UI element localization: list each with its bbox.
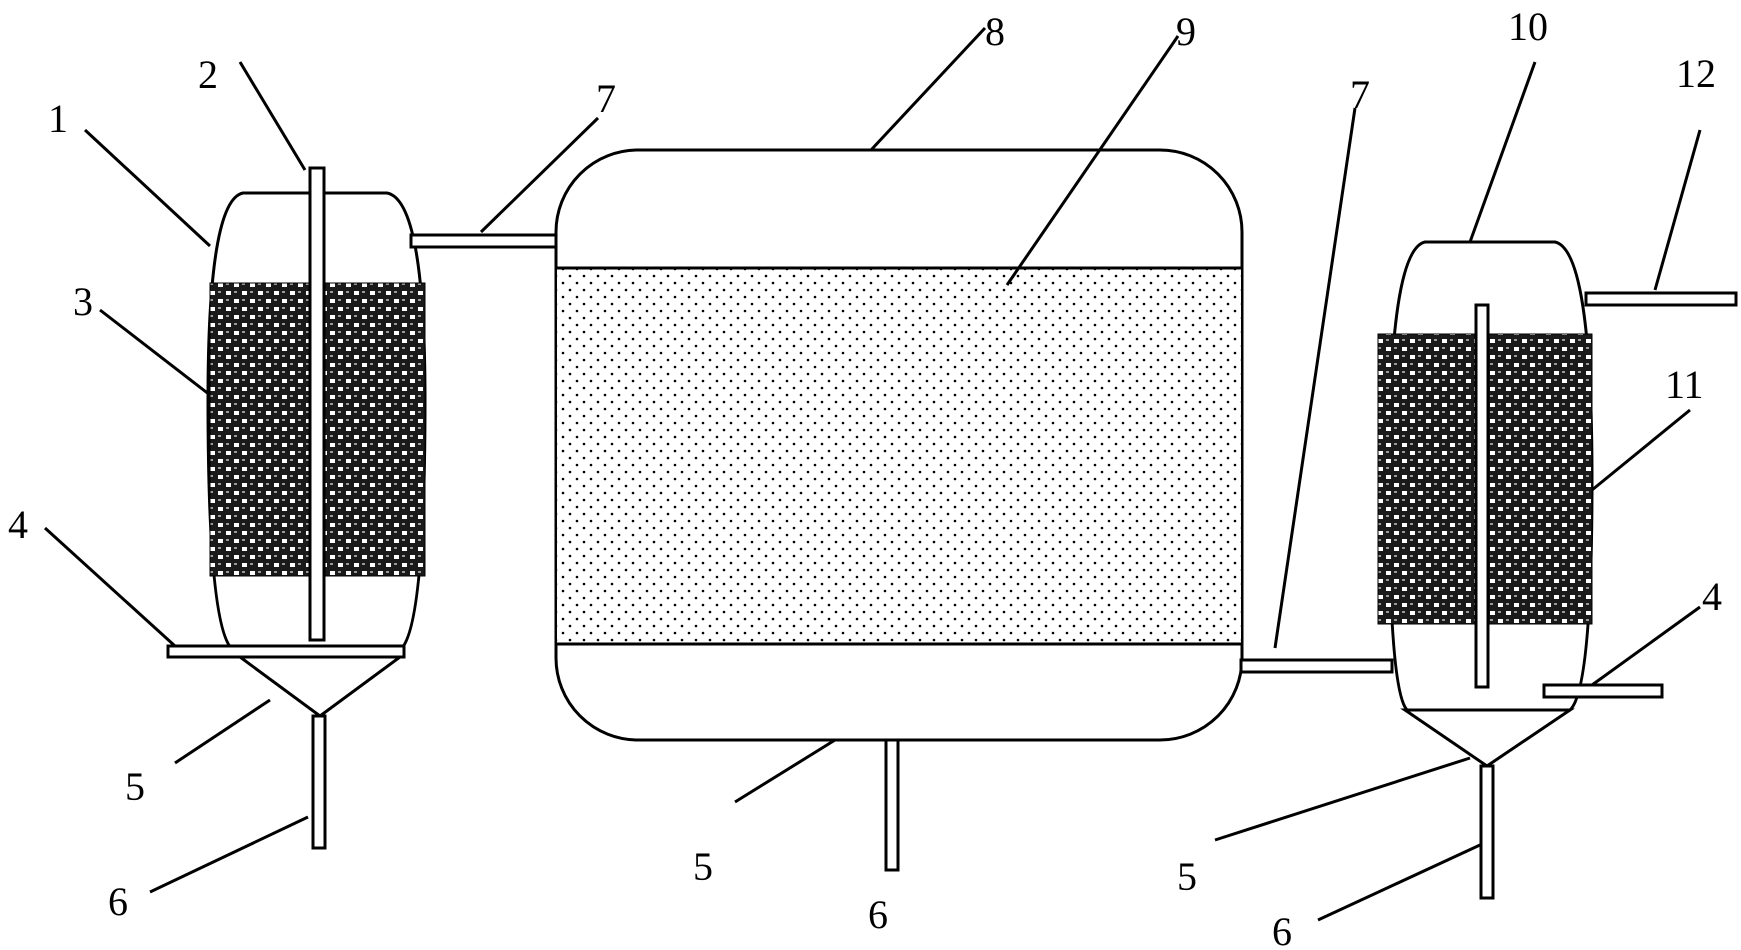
- middle-tank-media: [557, 268, 1241, 644]
- callout-4-right: 4: [1702, 574, 1722, 619]
- callout-6-right: 6: [1272, 909, 1292, 950]
- callout-5-left: 5: [125, 764, 145, 809]
- leader-12: [1653, 129, 1702, 291]
- right-drain-pipe: [1479, 764, 1495, 900]
- callout-6-middle: 6: [868, 892, 888, 937]
- middle-tank: [554, 148, 1244, 872]
- leader-4-left: [43, 526, 177, 648]
- leader-11: [1591, 408, 1691, 492]
- inlet-connection-pipe: [409, 233, 565, 249]
- callout-numbers: 1 2 3 4 5 6 7 8 9 5 6 7 10 12 11 4 5 6: [8, 4, 1722, 950]
- leader-8: [869, 26, 987, 152]
- right-central-rod: [1474, 303, 1490, 689]
- right-reactor: [1377, 240, 1738, 900]
- right-top-outlet-pipe: [1584, 291, 1738, 307]
- left-cone-bottom: [235, 655, 405, 718]
- leader-3: [99, 308, 211, 397]
- callout-5-right: 5: [1177, 854, 1197, 899]
- callout-8: 8: [985, 9, 1005, 54]
- callout-4-left: 4: [8, 502, 28, 547]
- leader-7-right: [1273, 107, 1357, 649]
- leader-5-right: [1214, 756, 1471, 842]
- callout-5-middle: 5: [693, 844, 713, 889]
- callout-7-right: 7: [1350, 72, 1370, 117]
- leader-2: [238, 61, 307, 171]
- callout-7-left: 7: [596, 76, 616, 121]
- leader-5-middle: [734, 738, 836, 804]
- callout-12: 12: [1676, 51, 1716, 96]
- leader-5-left: [174, 698, 271, 765]
- left-side-pipe: [166, 644, 406, 659]
- outlet-connection-pipe: [1239, 658, 1394, 674]
- callout-3: 3: [73, 279, 93, 324]
- leader-6-right: [1317, 843, 1481, 922]
- right-side-pipe: [1542, 683, 1664, 699]
- callout-10: 10: [1508, 4, 1548, 49]
- right-cone-bottom: [1400, 708, 1575, 768]
- leader-10: [1468, 61, 1537, 243]
- left-central-rod: [308, 166, 326, 642]
- leader-7-left: [479, 116, 600, 234]
- left-drain-pipe: [311, 714, 327, 850]
- leader-6-left: [149, 815, 309, 894]
- left-reactor: [166, 166, 427, 850]
- callout-11: 11: [1665, 362, 1704, 407]
- leader-1: [83, 128, 212, 248]
- callout-1: 1: [48, 96, 68, 141]
- leader-9: [1005, 35, 1180, 286]
- callout-6-left: 6: [108, 879, 128, 924]
- middle-drain-pipe: [884, 738, 900, 872]
- leader-4-right: [1591, 605, 1701, 687]
- callout-2: 2: [198, 52, 218, 97]
- callout-9: 9: [1176, 9, 1196, 54]
- leader-lines: [43, 26, 1702, 922]
